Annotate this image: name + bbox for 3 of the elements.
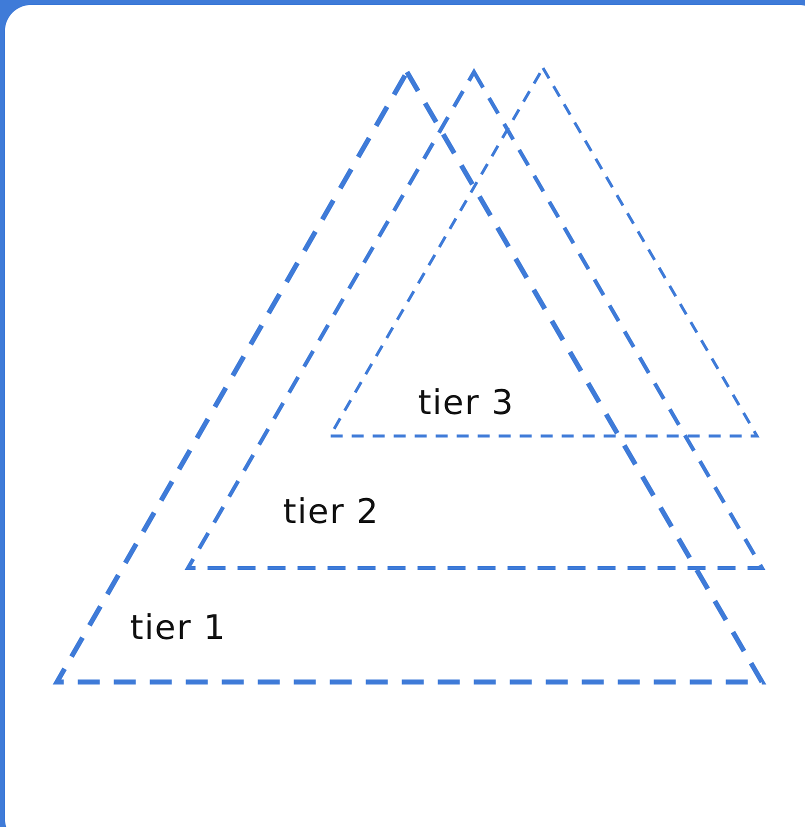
tier-label: tier 1 — [130, 608, 226, 648]
tier-label: tier 2 — [283, 492, 380, 532]
tier-label: tier 3 — [418, 383, 514, 423]
